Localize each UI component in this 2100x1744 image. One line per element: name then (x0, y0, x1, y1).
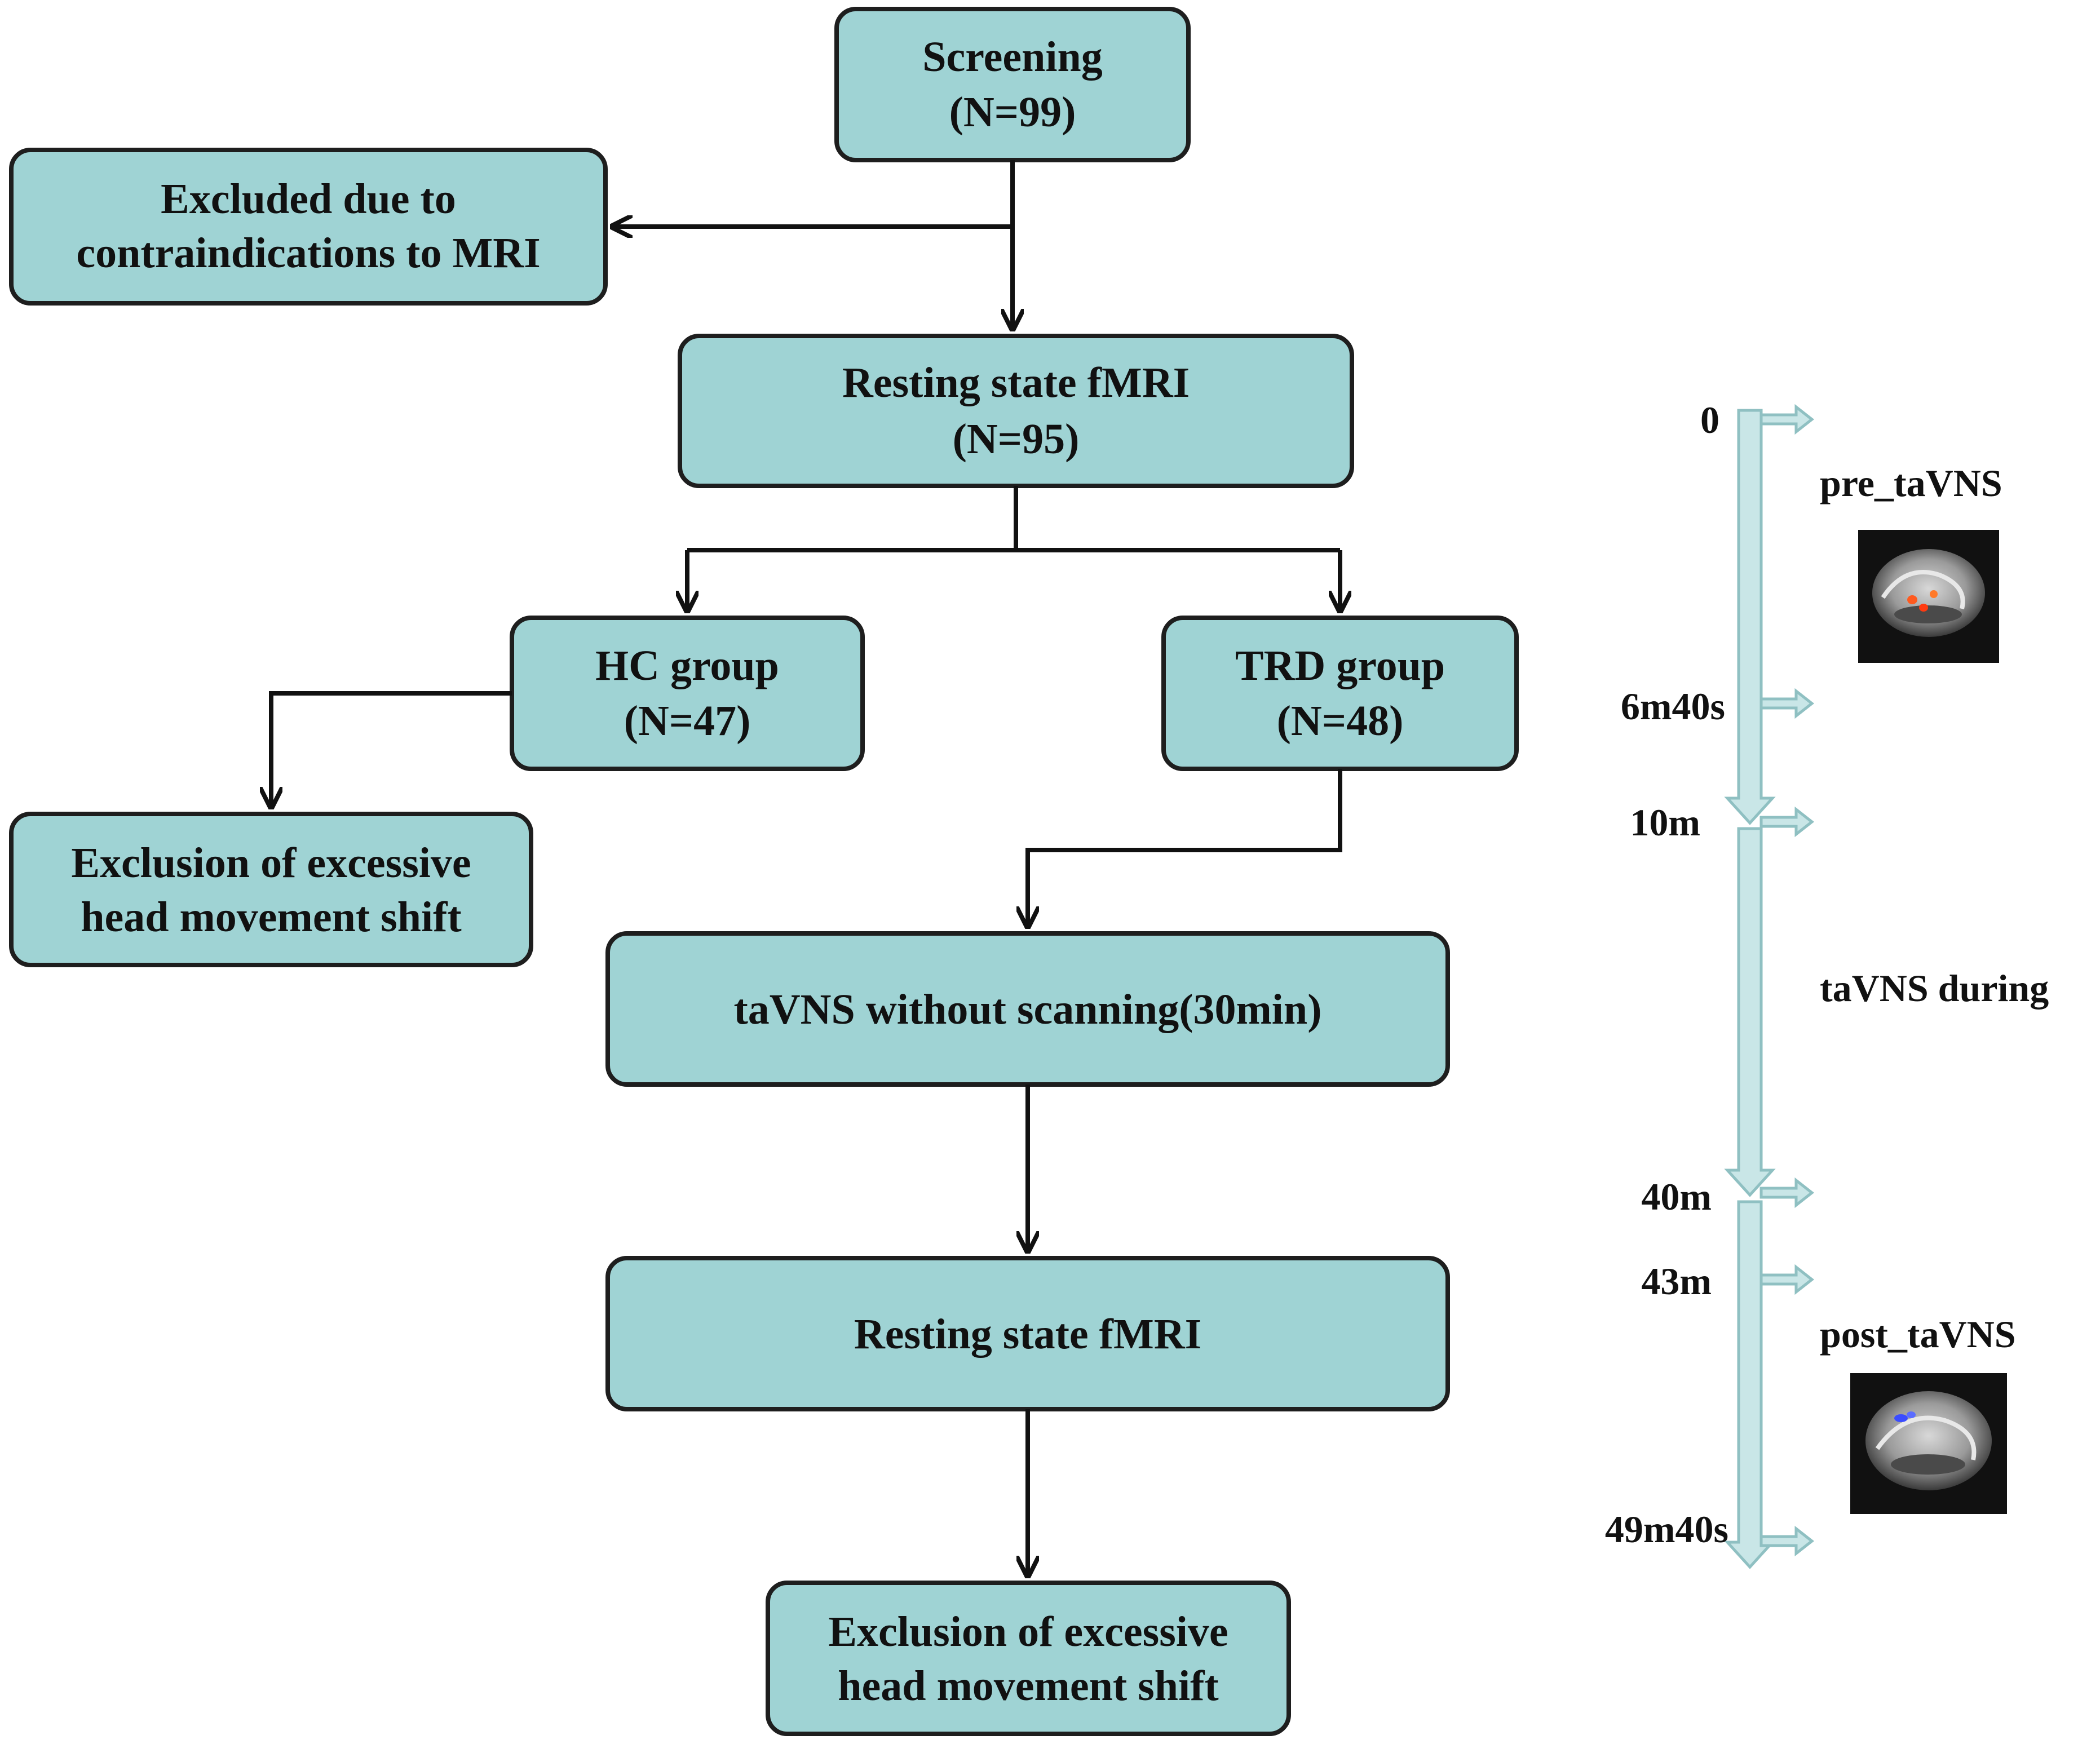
timeline-tick-label: 43m (1641, 1260, 1712, 1303)
node-exclusion-hc-line1: Exclusion of excessive (71, 839, 471, 887)
connectors (271, 160, 1340, 1576)
node-exclusion-hc: Exclusion of excessive head movement shi… (9, 812, 533, 967)
connector-hc-to-exclusion (271, 691, 512, 807)
node-hc-group-line1: HC group (595, 642, 779, 689)
timeline-tick-arrow-4 (1759, 1264, 1815, 1295)
timeline-tick-arrow-1 (1759, 688, 1815, 719)
node-resting-state-fmri-2: Resting state fMRI (605, 1256, 1450, 1411)
node-trd-group-line1: TRD group (1235, 642, 1445, 689)
timeline-tick-label: 6m40s (1621, 685, 1725, 728)
brain-image-post (1850, 1373, 2007, 1514)
node-exclusion-final-line1: Exclusion of excessive (828, 1608, 1228, 1656)
timeline-phase-during: taVNS during (1820, 967, 2049, 1010)
brain-image-pre (1858, 530, 1999, 663)
node-exclusion-hc-line2: head movement shift (81, 893, 462, 941)
timeline-tick-label: 10m (1630, 801, 1700, 844)
timeline-segment-during (1724, 827, 1776, 1197)
node-screening-line1: Screening (922, 33, 1102, 81)
node-rs-fmri-1-line2: (N=95) (953, 415, 1080, 463)
node-screening-line2: (N=99) (949, 88, 1076, 136)
node-rs-fmri-2-line1: Resting state fMRI (854, 1311, 1201, 1358)
timeline-tick-label: 0 (1700, 399, 1719, 441)
node-trd-group-line2: (N=48) (1277, 697, 1404, 745)
timeline-tick-arrow-5 (1759, 1525, 1815, 1557)
timeline-segment-post (1724, 1200, 1776, 1569)
timeline-segment-pre (1724, 409, 1776, 825)
node-hc-group: HC group (N=47) (510, 616, 865, 771)
node-tavns-noscan-line1: taVNS without scanning(30min) (733, 986, 1321, 1033)
timeline-tick-arrow-3 (1759, 1177, 1815, 1209)
timeline-tick-label: 49m40s (1605, 1508, 1728, 1551)
node-excluded-mri-line2: contraindications to MRI (76, 229, 540, 277)
node-exclusion-final: Exclusion of excessive head movement shi… (766, 1581, 1291, 1736)
timeline-phase-post: post_taVNS (1820, 1313, 2016, 1356)
node-exclusion-final-line2: head movement shift (838, 1662, 1219, 1710)
node-excluded-mri-line1: Excluded due to (161, 175, 456, 223)
node-tavns-without-scanning: taVNS without scanning(30min) (605, 931, 1450, 1087)
connector-trd-to-tavns (1028, 769, 1342, 927)
timeline-tick-arrow-2 (1759, 806, 1815, 838)
timeline: 0 6m40s 10m 40m 43m 49m40s pre_taVNS taV… (1605, 399, 2049, 1569)
node-resting-state-fmri-1: Resting state fMRI (N=95) (678, 334, 1354, 488)
timeline-phase-pre: pre_taVNS (1820, 462, 2002, 504)
node-hc-group-line2: (N=47) (624, 697, 751, 745)
node-trd-group: TRD group (N=48) (1161, 616, 1519, 771)
node-screening: Screening (N=99) (834, 7, 1191, 162)
node-rs-fmri-1-line1: Resting state fMRI (842, 359, 1190, 406)
timeline-tick-arrow-0 (1759, 404, 1815, 435)
timeline-tick-label: 40m (1641, 1175, 1712, 1218)
node-excluded-mri: Excluded due to contraindications to MRI (9, 148, 608, 306)
